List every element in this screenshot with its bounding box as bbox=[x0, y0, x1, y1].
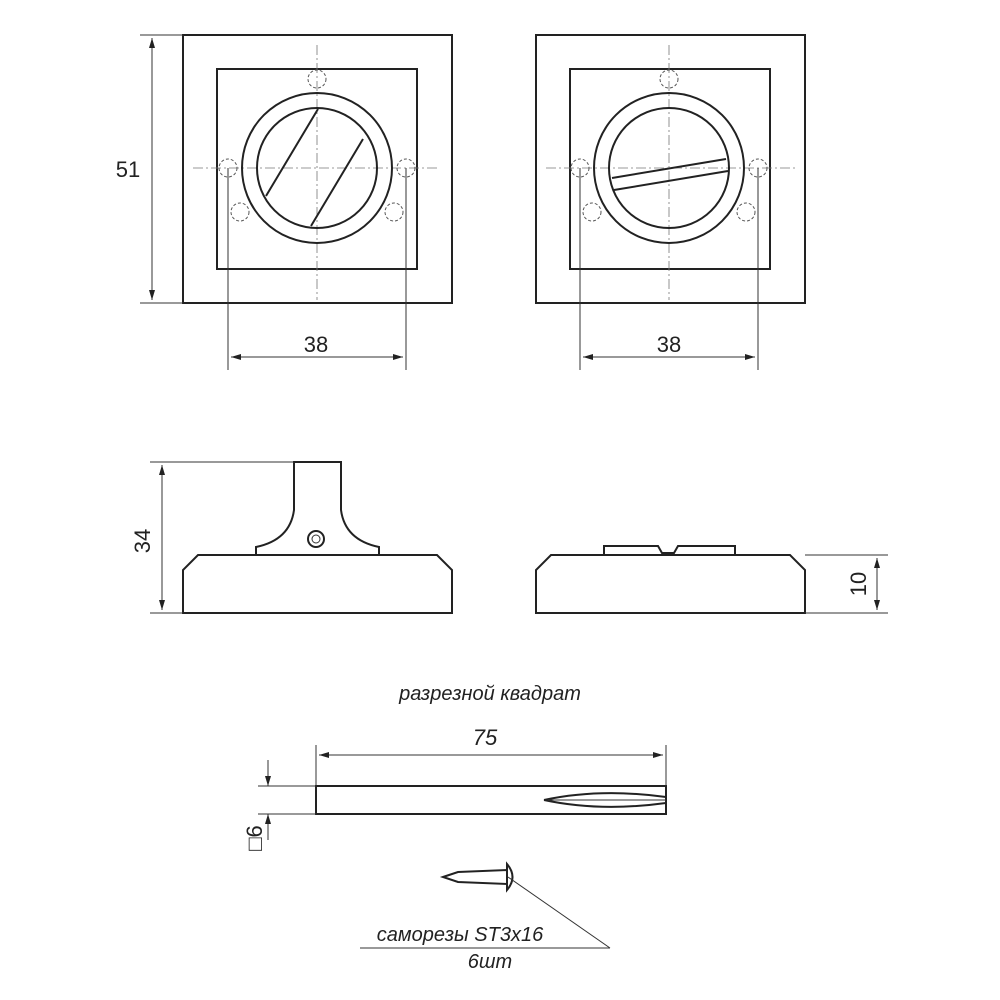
hidden-hole-left bbox=[570, 158, 590, 178]
knob-outer-ring bbox=[241, 92, 393, 244]
dimension-34: 34 bbox=[130, 529, 155, 553]
screw-drawing: саморезы ST3x16 6шт bbox=[360, 861, 611, 973]
caption-screws-quantity: 6шт bbox=[468, 951, 512, 973]
knob-inner-ring bbox=[256, 107, 378, 229]
front-view-indicator: 38 bbox=[535, 34, 806, 370]
spindle-split-upper bbox=[543, 792, 667, 801]
square-spindle-drawing: разрезной квадрат 75 □6 bbox=[242, 683, 667, 851]
indicator-slot-edge-b bbox=[613, 170, 729, 191]
rosette-base-profile bbox=[535, 554, 806, 614]
dimension-38-right: 38 bbox=[657, 332, 681, 357]
outer-rosette-square bbox=[535, 34, 806, 304]
dimension-6-square: □6 bbox=[242, 825, 267, 851]
front-view-turn-knob: 51 38 bbox=[116, 34, 453, 370]
indicator-outer-ring bbox=[593, 92, 745, 244]
knob-profile bbox=[255, 461, 380, 555]
caption-square-spindle: разрезной квадрат bbox=[398, 683, 581, 705]
indicator-slot-edge-a bbox=[611, 158, 727, 179]
hidden-hole-lower-right bbox=[384, 202, 404, 222]
dimension-38-left: 38 bbox=[304, 332, 328, 357]
hidden-hole-top bbox=[307, 69, 327, 89]
screw-leader-line bbox=[507, 876, 611, 949]
hidden-hole-left bbox=[218, 158, 238, 178]
dimension-51: 51 bbox=[116, 157, 140, 182]
set-screw-inner bbox=[311, 534, 321, 544]
dimension-10: 10 bbox=[846, 572, 871, 596]
indicator-inner-ring bbox=[608, 107, 730, 229]
screw-head bbox=[506, 861, 514, 893]
spindle-split-lower bbox=[543, 799, 667, 808]
hidden-hole-lower-right bbox=[736, 202, 756, 222]
side-view-indicator: 10 bbox=[535, 545, 888, 614]
outer-rosette-square bbox=[182, 34, 453, 304]
rosette-base-profile bbox=[182, 554, 453, 614]
hidden-hole-lower-left bbox=[230, 202, 250, 222]
inner-rosette-square bbox=[569, 68, 771, 270]
hidden-hole-right bbox=[748, 158, 768, 178]
hidden-hole-right bbox=[396, 158, 416, 178]
caption-screws: саморезы ST3x16 bbox=[377, 924, 544, 946]
set-screw-outer bbox=[307, 530, 325, 548]
knob-grip-edge-a bbox=[265, 108, 319, 197]
screw-shank bbox=[439, 868, 508, 886]
side-view-turn-knob: 34 bbox=[130, 461, 453, 614]
hidden-hole-lower-left bbox=[582, 202, 602, 222]
hidden-hole-top bbox=[659, 69, 679, 89]
indicator-profile bbox=[603, 545, 736, 555]
dimension-75: 75 bbox=[473, 725, 498, 750]
knob-grip-edge-b bbox=[310, 138, 364, 227]
